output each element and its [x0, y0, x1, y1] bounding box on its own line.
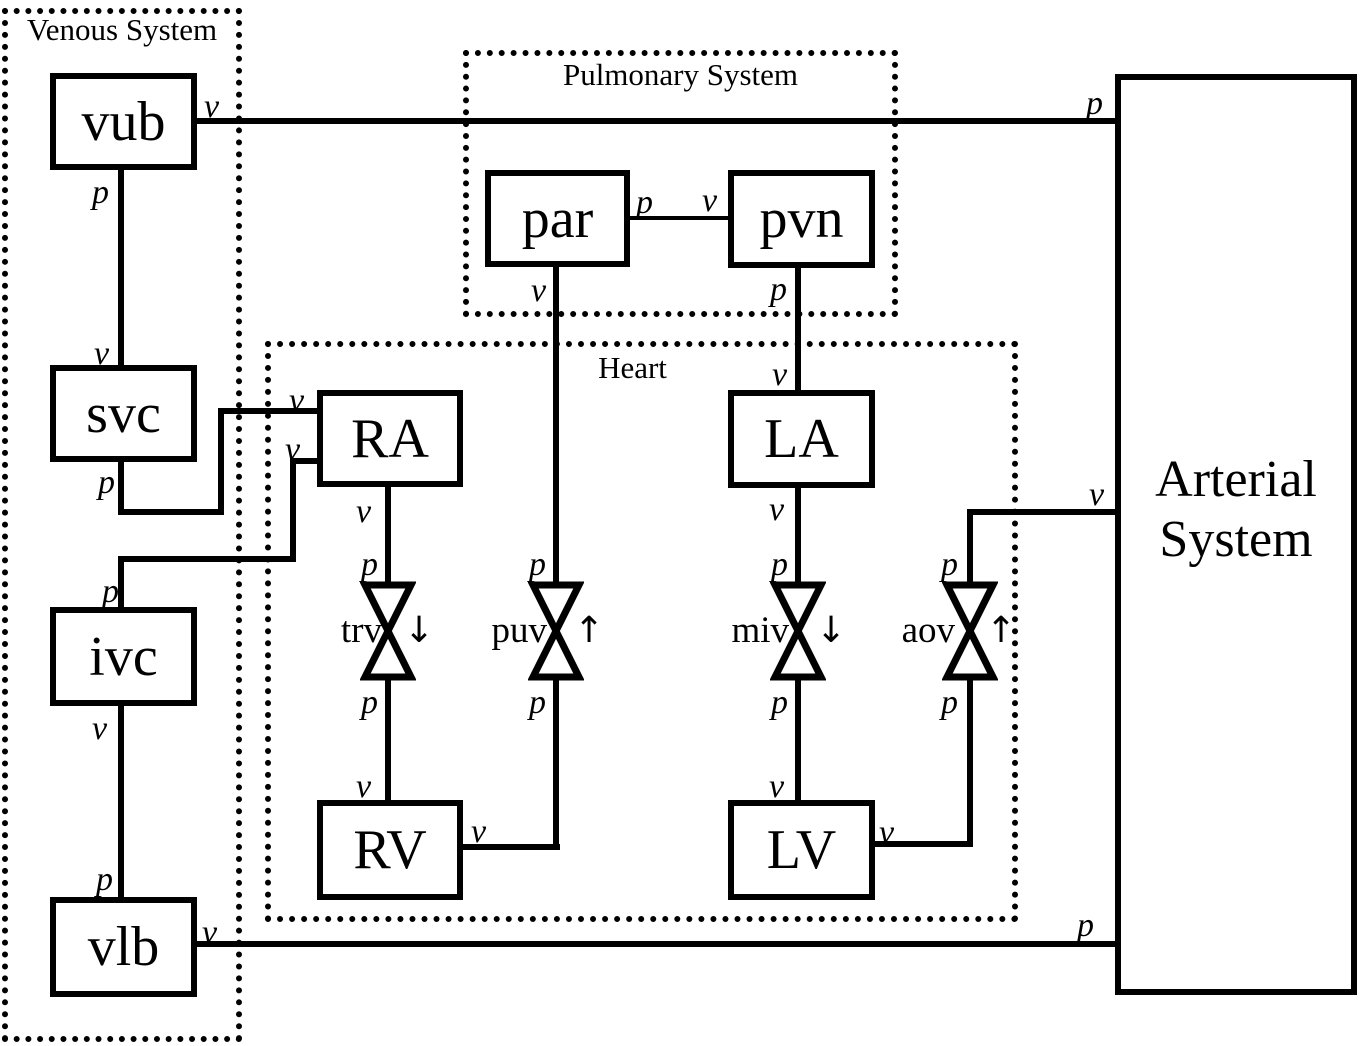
port-par-v-bottom: v [531, 272, 547, 309]
node-vub-label: vub [81, 90, 166, 153]
edge-rv-puv-seg1 [463, 844, 560, 850]
venous-system-group-label: Venous System [26, 12, 218, 47]
heart-group-label: Heart [598, 350, 667, 385]
port-arterial-p-bottom: p [1077, 907, 1094, 944]
node-par: par [485, 170, 630, 267]
node-ivc: ivc [50, 607, 197, 706]
port-pvn-v-left: v [702, 182, 718, 219]
node-svc: svc [50, 365, 197, 462]
miv-valve-label: miv [731, 610, 789, 651]
edge-lv-aov-seg1 [875, 841, 973, 847]
node-ra: RA [317, 390, 463, 487]
edge-rv-puv-seg2 [553, 678, 559, 850]
node-vub: vub [50, 73, 197, 170]
port-pvn-p-bottom: p [770, 271, 787, 308]
port-rv-v-top: v [356, 768, 372, 805]
port-aov-p-bottom: p [941, 684, 958, 721]
edge-ivc-ra-seg1 [290, 458, 317, 464]
port-trv-p-bottom: p [361, 684, 378, 721]
edge-pvn-la [795, 268, 801, 390]
port-vub-p: p [92, 174, 109, 211]
edge-svc-ra-seg2 [118, 509, 224, 515]
heart-group-box [265, 341, 1018, 922]
arrow-down-icon: ↓ [816, 610, 847, 651]
edge-puv-par [553, 267, 559, 584]
puv-valve-label: puv [491, 610, 548, 651]
node-lv-label: LV [766, 819, 837, 881]
edge-lv-aov-seg2 [967, 678, 973, 847]
trv-valve-label: trv [340, 610, 382, 651]
node-ivc-label: ivc [89, 625, 158, 688]
edge-svc-ra-seg3 [218, 408, 224, 515]
aov-valve-icon [942, 581, 998, 681]
port-trv-p-top: p [361, 546, 378, 583]
edge-ivc-ra-seg4 [118, 556, 124, 607]
edge-miv-lv [795, 678, 801, 800]
edge-trv-rv [385, 678, 391, 800]
node-pvn: pvn [728, 170, 875, 268]
edge-aov-arterial-seg1 [967, 509, 973, 584]
edge-ivc-ra-seg2 [290, 458, 296, 562]
port-ra-v-upper: v [289, 382, 305, 419]
node-rv: RV [317, 800, 463, 900]
port-vlb-v-right: v [202, 914, 218, 951]
port-puv-p-bottom: p [529, 684, 546, 721]
node-vlb: vlb [50, 897, 197, 997]
port-la-v-top: v [772, 356, 788, 393]
port-arterial-v-mid: v [1089, 476, 1105, 513]
pulmonary-system-group-label: Pulmonary System [562, 57, 799, 92]
arrow-up-icon: ↑ [986, 610, 1017, 651]
port-vlb-p-top: p [96, 861, 113, 898]
node-ra-label: RA [351, 407, 429, 470]
node-la-label: LA [764, 408, 839, 470]
edge-aov-arterial-seg2 [967, 509, 1115, 515]
edge-ivc-ra-seg3 [118, 556, 296, 562]
edge-par-pvn [630, 216, 728, 220]
port-arterial-p-top: p [1086, 85, 1103, 122]
arrow-up-icon: ↑ [574, 610, 605, 651]
port-la-v-bottom: v [769, 491, 785, 528]
port-rv-v-right: v [471, 813, 487, 850]
node-arterial-system: Arterial System [1115, 74, 1357, 995]
port-ra-v-bottom: v [356, 493, 372, 530]
miv-valve-icon [770, 581, 826, 681]
edge-ivc-vlb [118, 706, 124, 897]
node-la: LA [728, 390, 875, 488]
node-vlb-label: vlb [87, 916, 160, 978]
port-lv-v-right: v [879, 814, 895, 851]
edge-ra-trv [385, 487, 391, 584]
edge-vlb-arterial [197, 941, 1115, 947]
edge-svc-ra-seg1 [118, 462, 124, 515]
port-ra-v-lower: v [285, 431, 301, 468]
port-svc-v: v [94, 335, 110, 372]
edge-la-miv [795, 488, 801, 584]
port-par-p-right: p [636, 184, 653, 221]
port-lv-v-top: v [769, 768, 785, 805]
node-lv: LV [728, 800, 875, 900]
port-miv-p-top: p [771, 546, 788, 583]
port-aov-p-top: p [941, 546, 958, 583]
edge-vub-arterial [197, 118, 1115, 124]
port-ivc-v-bottom: v [92, 710, 108, 747]
node-svc-label: svc [86, 382, 161, 445]
port-svc-p: p [98, 464, 115, 501]
trv-valve-icon [360, 581, 416, 681]
node-par-label: par [521, 187, 594, 250]
arrow-down-icon: ↓ [404, 610, 435, 651]
pulmonary-system-group-box [463, 50, 898, 317]
edge-vub-svc [118, 170, 124, 365]
port-puv-p-top: p [529, 546, 546, 583]
edge-svc-ra-seg4 [218, 408, 317, 414]
port-ivc-p-top: p [102, 573, 119, 610]
node-pvn-label: pvn [759, 188, 844, 250]
aov-valve-label: aov [901, 610, 955, 651]
node-arterial-system-label: Arterial System [1155, 450, 1317, 568]
port-miv-p-bottom: p [771, 684, 788, 721]
port-vub-v: v [204, 88, 220, 125]
puv-valve-icon [528, 581, 584, 681]
node-rv-label: RV [353, 819, 427, 881]
venous-system-group-box [2, 8, 242, 1042]
